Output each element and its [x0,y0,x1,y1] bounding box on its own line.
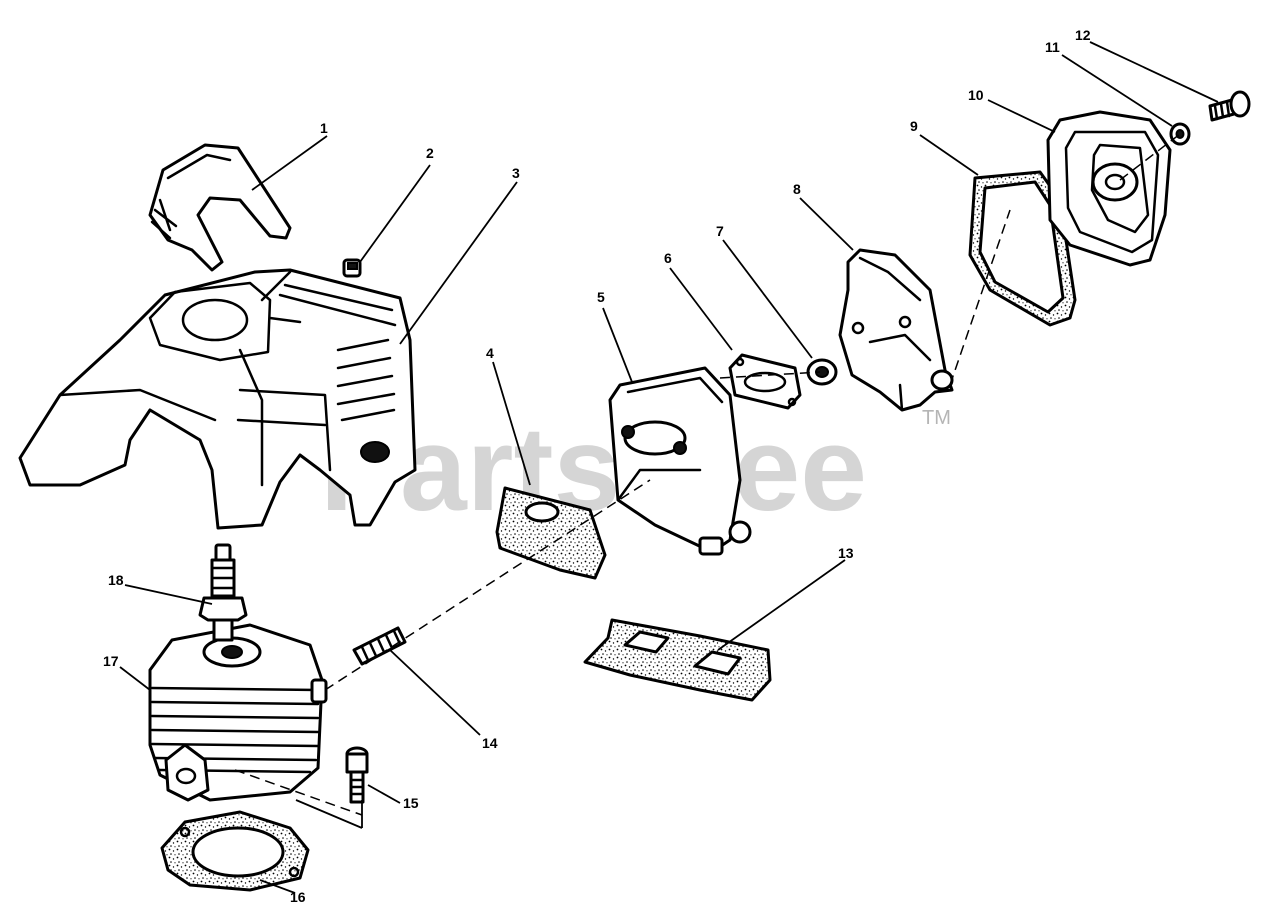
callout-18: 18 [108,572,124,588]
callout-13: 13 [838,545,854,561]
callout-numbers: 1 2 3 4 5 6 7 8 9 10 11 12 13 14 15 16 1… [103,27,1091,905]
callout-10: 10 [968,87,984,103]
part-17-cylinder [148,623,328,802]
part-8-heat-shield [838,248,954,412]
callout-17: 17 [103,653,119,669]
watermark-trademark: TM [922,407,951,429]
callout-5: 5 [597,289,605,305]
callout-8: 8 [793,181,801,197]
part-14-stud [352,626,407,666]
part-12-screw [1208,90,1251,122]
callout-9: 9 [910,118,918,134]
callout-12: 12 [1075,27,1091,43]
callout-6: 6 [664,250,672,266]
part-1-bracket [148,143,292,272]
callout-4: 4 [486,345,494,361]
callout-7: 7 [716,223,724,239]
part-6-gasket [728,353,802,410]
part-18-spark-plug [198,543,248,642]
callout-2: 2 [426,145,434,161]
part-11-washer [1169,122,1191,146]
part-5-muffler [608,366,752,556]
callout-3: 3 [512,165,520,181]
leader-lines [119,41,1219,894]
callout-16: 16 [290,889,306,905]
part-7-spacer [806,358,838,386]
part-16-base-gasket [160,810,310,892]
part-3-shroud [18,268,417,530]
part-2-grommet [342,258,362,278]
callout-15: 15 [403,795,419,811]
part-10-filter-cover [1046,110,1172,267]
part-15-bolt [345,746,369,804]
callout-11: 11 [1045,39,1060,55]
callout-14: 14 [482,735,498,751]
part-4-gasket [495,486,607,580]
alignment-lines [234,133,1181,829]
part-13-gasket [583,618,772,702]
callout-1: 1 [320,120,328,136]
